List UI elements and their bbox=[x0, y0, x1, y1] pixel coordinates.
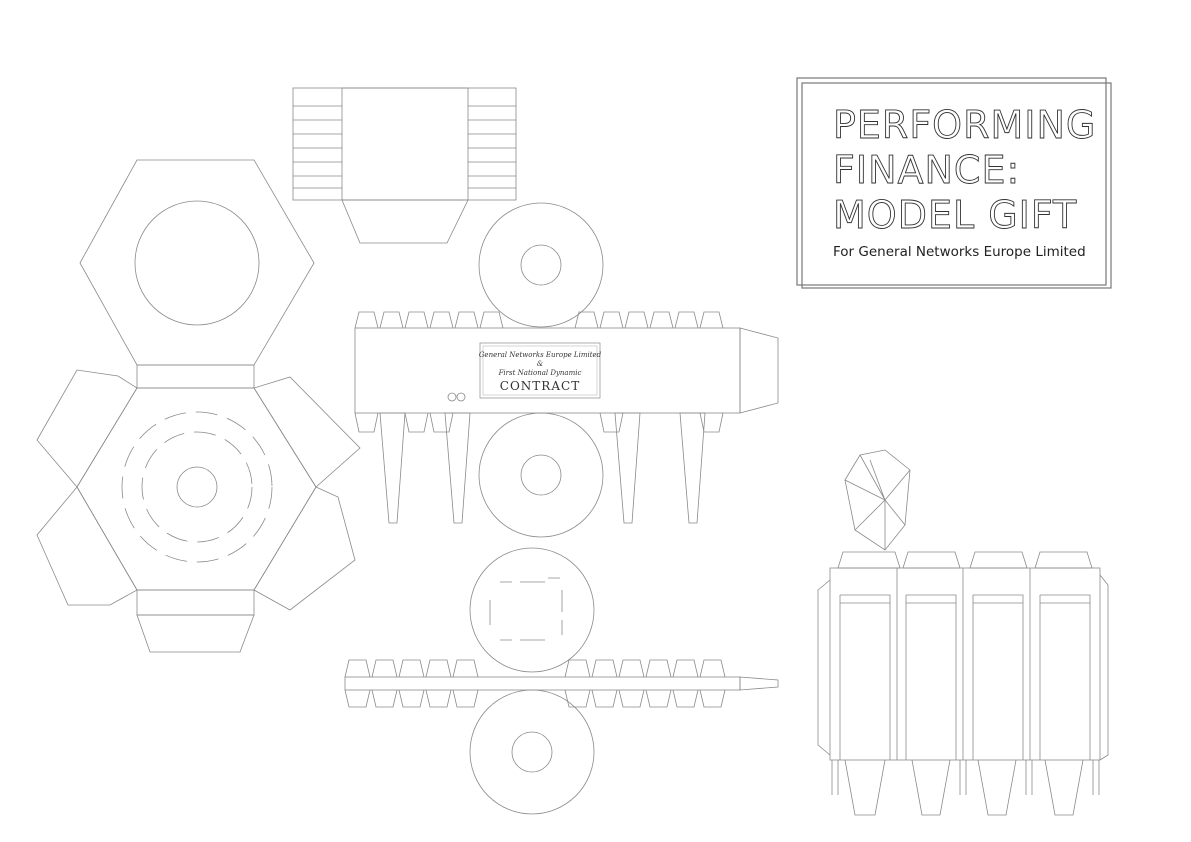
subtitle: For General Networks Europe Limited bbox=[833, 244, 1086, 260]
title-line-3: MODEL GIFT bbox=[833, 193, 1077, 237]
title-line-2: FINANCE: bbox=[833, 148, 1020, 192]
contract-body-net: General Networks Europe Limited & First … bbox=[354, 311, 779, 524]
title-card: PERFORMING FINANCE: MODEL GIFT For Gener… bbox=[796, 77, 1112, 289]
plaque-line-3: First National Dynamic bbox=[498, 369, 582, 377]
plaque-line-2: & bbox=[537, 360, 543, 368]
title-line-1: PERFORMING bbox=[833, 103, 1096, 147]
wheels bbox=[469, 202, 604, 815]
box-net bbox=[292, 87, 517, 244]
hexagon-net bbox=[36, 159, 361, 653]
contract-plaque: General Networks Europe Limited & First … bbox=[479, 342, 602, 399]
plaque-line-1: General Networks Europe Limited bbox=[479, 351, 602, 359]
axle-strip-net bbox=[344, 659, 779, 708]
columns-net bbox=[817, 449, 1109, 816]
plaque-line-4: CONTRACT bbox=[500, 379, 580, 393]
